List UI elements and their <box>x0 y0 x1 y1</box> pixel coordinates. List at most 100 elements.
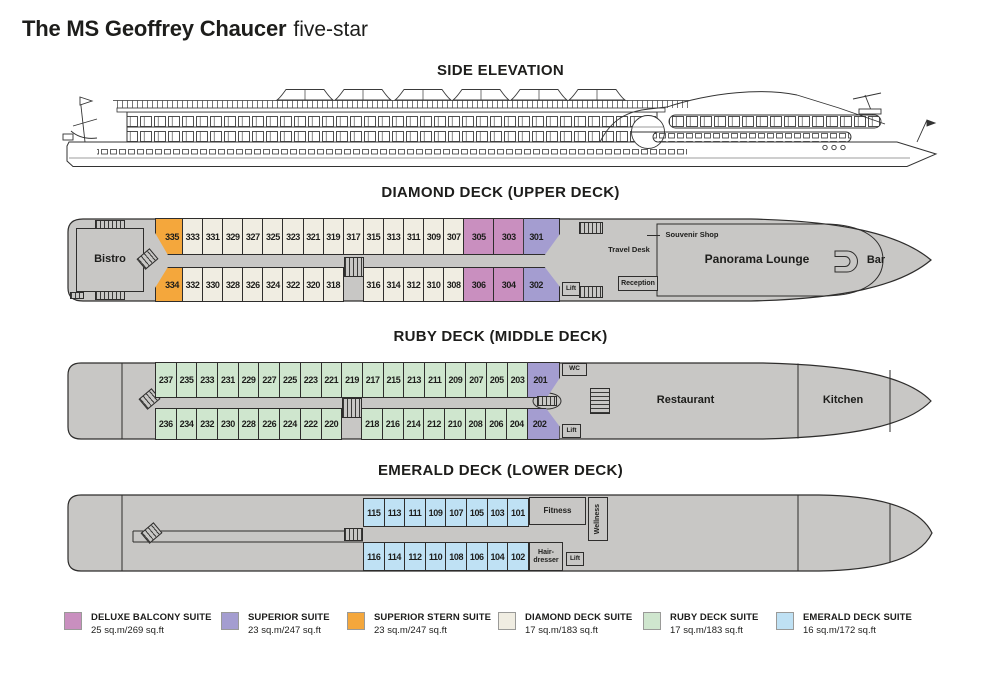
lift-label: Lift <box>566 426 577 434</box>
side-elevation-drawing <box>62 89 938 167</box>
cabin: 303 <box>493 218 525 255</box>
cabin: 226 <box>258 408 281 440</box>
legend-item-deluxe-balcony: DELUXE BALCONY SUITE 25 sq.m/269 sq.ft <box>64 612 212 636</box>
legend-swatch <box>776 612 794 630</box>
cabin: 217 <box>361 362 384 398</box>
lift-label: Lift <box>565 284 577 292</box>
cabin: 222 <box>299 408 322 440</box>
legend-name: DIAMOND DECK SUITE <box>525 612 633 623</box>
cabin: 315 <box>362 218 384 255</box>
cabin: 325 <box>262 218 284 255</box>
cabin: 221 <box>320 362 343 398</box>
wc-label: WC <box>569 365 580 373</box>
cabin: 223 <box>299 362 322 398</box>
cabin: 224 <box>279 408 301 440</box>
emerald-deck-hull <box>67 494 933 572</box>
stairs-icon <box>590 388 610 414</box>
cabin: 302 <box>523 267 561 302</box>
stairwell <box>343 257 364 302</box>
cabin: 108 <box>445 542 467 571</box>
hull <box>66 141 938 167</box>
cabin: 104 <box>486 542 509 571</box>
legend-swatch <box>221 612 239 630</box>
legend-size: 17 sq.m/183 sq.ft <box>670 625 743 636</box>
stairs-icon <box>95 291 125 300</box>
cabin: 311 <box>403 218 425 255</box>
wellness-room: Wellness <box>588 497 608 541</box>
hairdresser-room: Hair-dresser <box>529 542 563 571</box>
heading-side-elevation: SIDE ELEVATION <box>437 62 564 79</box>
cabin: 207 <box>465 362 487 398</box>
cabin: 321 <box>302 218 324 255</box>
cabin: 328 <box>222 267 244 302</box>
pointer-line <box>647 235 660 236</box>
cabin: 218 <box>361 408 383 440</box>
cabin: 331 <box>202 218 224 255</box>
cabin: 109 <box>424 498 447 527</box>
cabin: 329 <box>222 218 244 255</box>
cabin: 103 <box>486 498 509 527</box>
legend-item-superior: SUPERIOR SUITE 23 sq.m/247 sq.ft <box>221 612 330 636</box>
legend-swatch <box>347 612 365 630</box>
legend-swatch <box>64 612 82 630</box>
panorama-lounge-label: Panorama Lounge <box>704 252 810 266</box>
cabin: 310 <box>423 267 445 302</box>
legend-name: DELUXE BALCONY SUITE <box>91 612 212 623</box>
cabin: 233 <box>196 362 219 398</box>
legend-name: RUBY DECK SUITE <box>670 612 759 623</box>
cabin: 211 <box>423 362 446 398</box>
legend-size: 25 sq.m/269 sq.ft <box>91 625 164 636</box>
heading-diamond-deck: DIAMOND DECK (UPPER DECK) <box>381 184 620 201</box>
kitchen-label: Kitchen <box>822 394 864 406</box>
cabin: 101 <box>507 498 529 527</box>
cabin: 105 <box>465 498 488 527</box>
cabin: 320 <box>302 267 324 302</box>
cabin: 110 <box>424 542 447 571</box>
cabin: 213 <box>403 362 425 398</box>
cabin: 228 <box>237 408 260 440</box>
cabin: 333 <box>182 218 204 255</box>
legend-item-diamond-suite: DIAMOND DECK SUITE 17 sq.m/183 sq.ft <box>498 612 632 636</box>
cabin: 111 <box>404 498 426 527</box>
cabin: 306 <box>463 267 495 302</box>
cabin: 308 <box>443 267 465 302</box>
cabin: 235 <box>175 362 198 398</box>
cabin: 102 <box>507 542 529 571</box>
stairwell <box>342 398 363 440</box>
cabin: 318 <box>322 267 344 302</box>
legend-size: 17 sq.m/183 sq.ft <box>525 625 598 636</box>
cabin: 307 <box>443 218 465 255</box>
bistro-label: Bistro <box>94 253 126 266</box>
cabin: 232 <box>196 408 219 440</box>
cabin: 227 <box>258 362 281 398</box>
souvenir-shop-label: Souvenir Shop <box>665 230 719 239</box>
desk-icon <box>537 396 557 406</box>
cabin: 304 <box>493 267 525 302</box>
cabin: 212 <box>423 408 445 440</box>
superstructure <box>113 100 689 143</box>
cabin: 107 <box>445 498 467 527</box>
cabin: 209 <box>444 362 467 398</box>
cabin: 326 <box>242 267 264 302</box>
legend-item-superior-stern: SUPERIOR STERN SUITE 23 sq.m/247 sq.ft <box>347 612 491 636</box>
cabin: 309 <box>423 218 445 255</box>
cabin: 116 <box>363 542 385 571</box>
cabin: 229 <box>237 362 260 398</box>
travel-desk-label: Travel Desk <box>608 245 650 254</box>
cabin: 317 <box>342 218 364 255</box>
cabin: 234 <box>175 408 198 440</box>
legend-size: 16 sq.m/172 sq.ft <box>803 625 876 636</box>
legend-swatch <box>498 612 516 630</box>
legend-name: SUPERIOR SUITE <box>248 612 330 623</box>
cabin: 112 <box>404 542 426 571</box>
heading-emerald-deck: EMERALD DECK (LOWER DECK) <box>378 462 623 479</box>
sun-deck-canopies <box>276 89 626 101</box>
